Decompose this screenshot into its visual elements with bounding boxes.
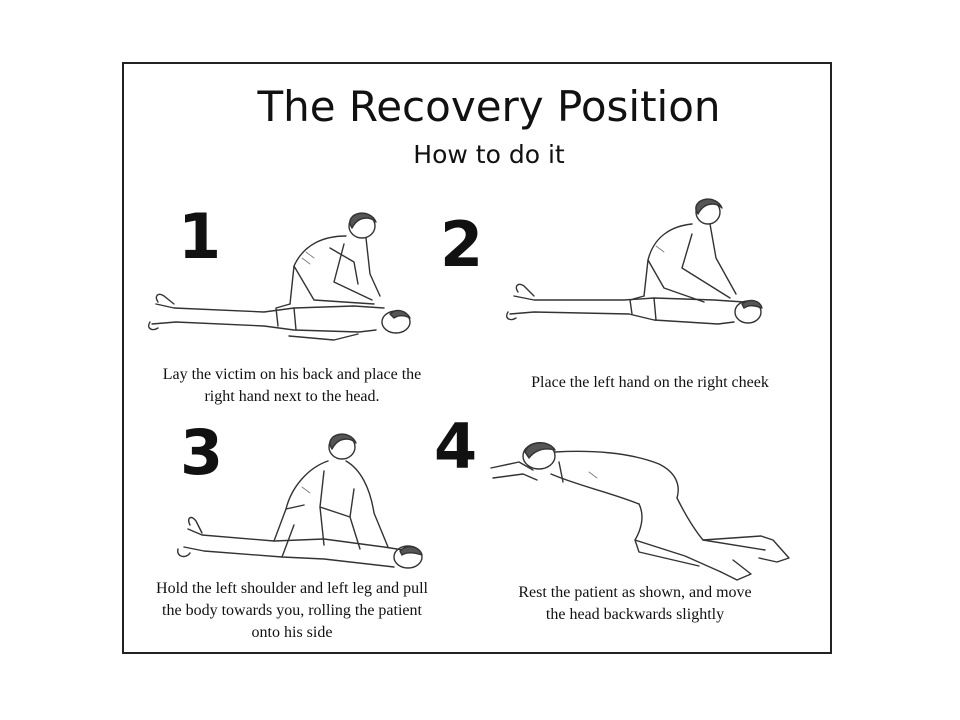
caption-line: Hold the left shoulder and left leg and …: [156, 580, 428, 597]
caption-line: the head backwards slightly: [545, 606, 725, 623]
poster-title: The Recovery Position: [257, 82, 721, 131]
caption-line: Place the left hand on the right cheek: [531, 374, 769, 391]
step-3-caption: Hold the left shoulder and left leg and …: [132, 578, 452, 644]
step-1-number: 1: [178, 200, 222, 273]
step-3-illustration: [177, 433, 423, 569]
step-2-caption: Place the left hand on the right cheek: [490, 372, 810, 394]
step-3-number: 3: [180, 416, 224, 489]
recovery-position-poster: The Recovery Position How to do it 1 Lay…: [122, 62, 832, 654]
poster-subtitle: How to do it: [413, 140, 565, 169]
caption-line: Rest the patient as shown, and move: [518, 584, 752, 601]
step-4-caption: Rest the patient as shown, and move the …: [470, 582, 800, 626]
step-4-illustration: [490, 442, 790, 581]
step-1-illustration: [148, 212, 411, 341]
step-2-illustration: [506, 198, 763, 325]
step-4-number: 4: [434, 410, 478, 483]
caption-line: right hand next to the head.: [204, 388, 380, 405]
caption-line: the body towards you, rolling the patien…: [162, 602, 422, 619]
caption-line: onto his side: [251, 624, 333, 641]
caption-line: Lay the victim on his back and place the: [162, 366, 422, 383]
step-1-caption: Lay the victim on his back and place the…: [132, 364, 452, 408]
step-2-number: 2: [440, 208, 484, 281]
